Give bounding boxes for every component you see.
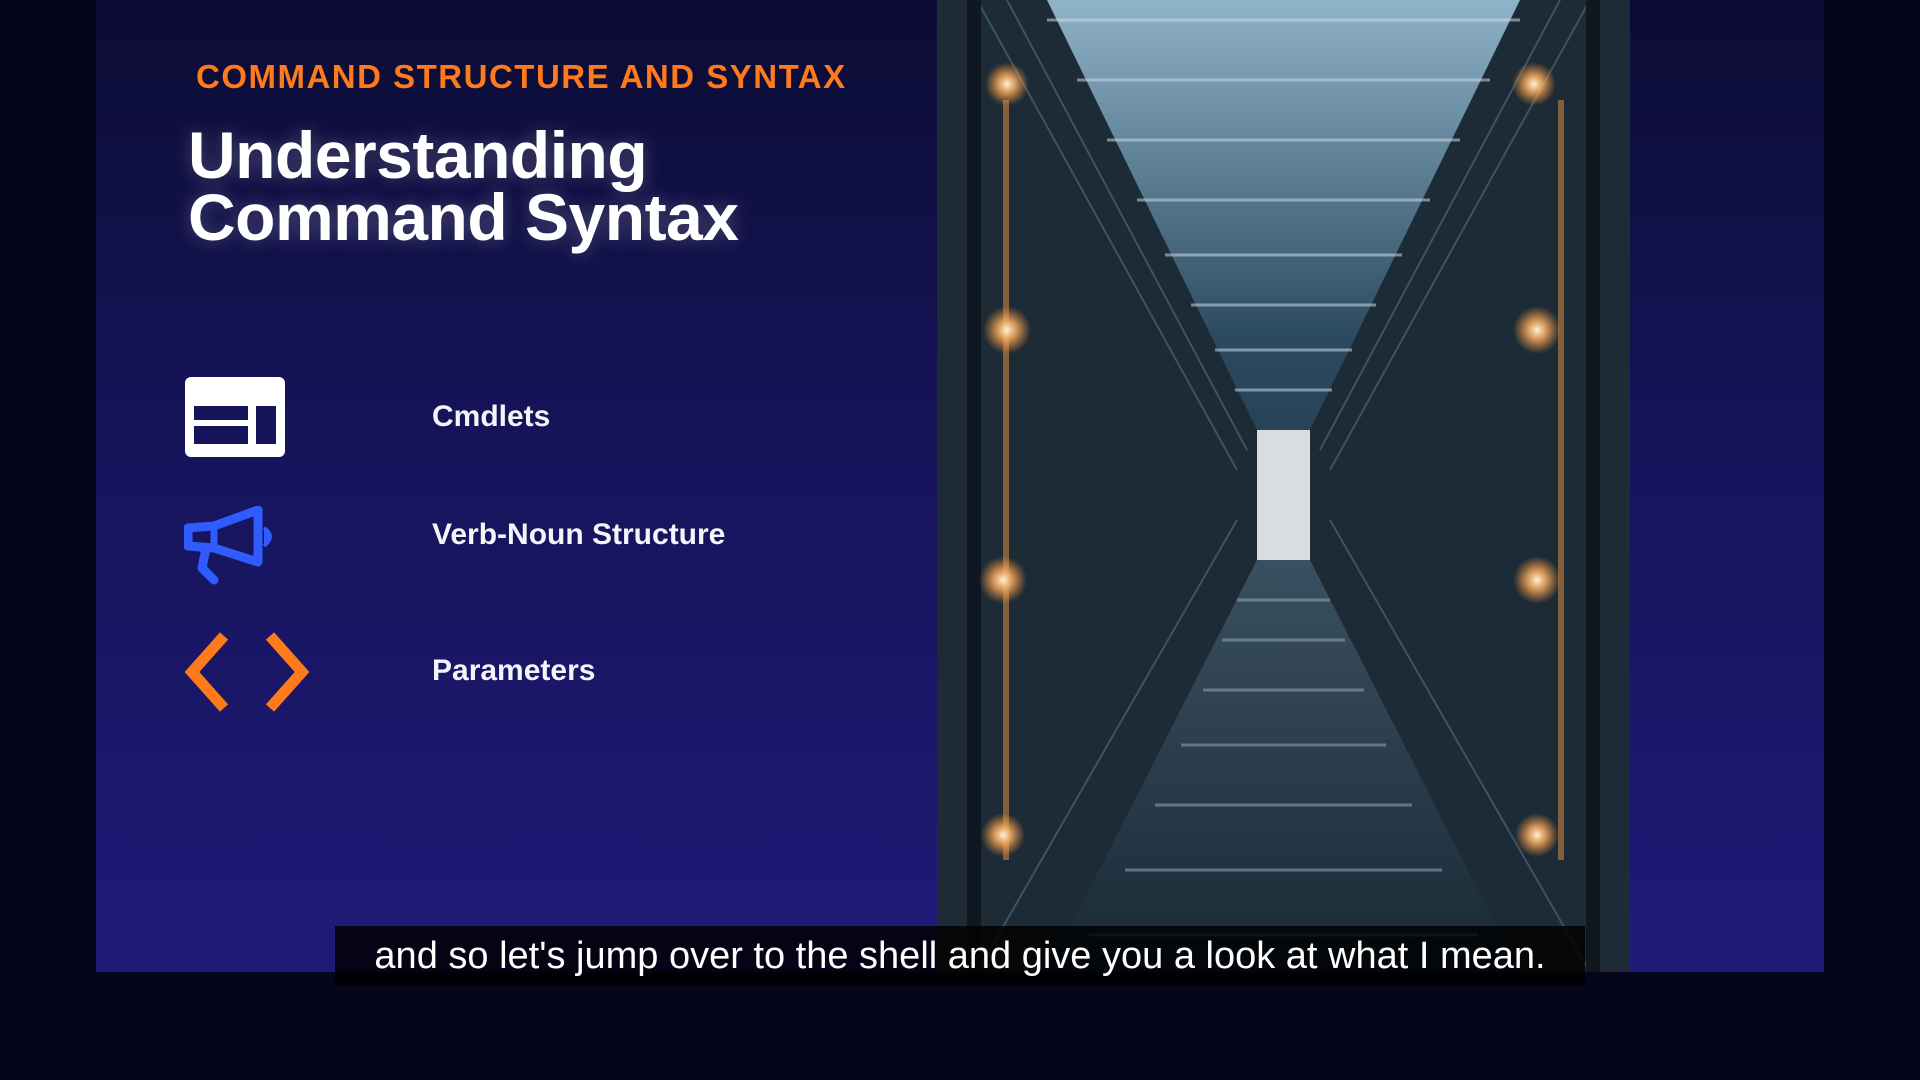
caption-text: and so let's jump over to the shell and …	[374, 935, 1546, 977]
video-caption: and so let's jump over to the shell and …	[335, 926, 1585, 986]
bullet-item-parameters: Parameters	[184, 632, 884, 722]
code-brackets-icon	[184, 632, 310, 717]
bullet-item-cmdlets: Cmdlets	[184, 376, 884, 466]
slide-title: Understanding Command Syntax	[188, 118, 739, 254]
slide-title-line-1: Understanding	[188, 118, 648, 192]
server-corridor-illustration	[937, 0, 1630, 972]
bullet-item-verb-noun: Verb-Noun Structure	[183, 505, 884, 596]
slide-kicker: COMMAND STRUCTURE AND SYNTAX	[196, 58, 847, 95]
megaphone-icon	[183, 505, 280, 591]
bullet-label-verb-noun: Verb-Noun Structure	[432, 518, 726, 551]
presentation-slide: COMMAND STRUCTURE AND SYNTAX Understandi…	[96, 0, 1824, 972]
slide-title-line-2: Command Syntax	[188, 180, 739, 254]
bullet-label-cmdlets: Cmdlets	[432, 400, 551, 433]
window-layout-icon	[184, 376, 286, 463]
bullet-label-parameters: Parameters	[432, 654, 596, 687]
server-corridor-photo	[937, 0, 1630, 972]
